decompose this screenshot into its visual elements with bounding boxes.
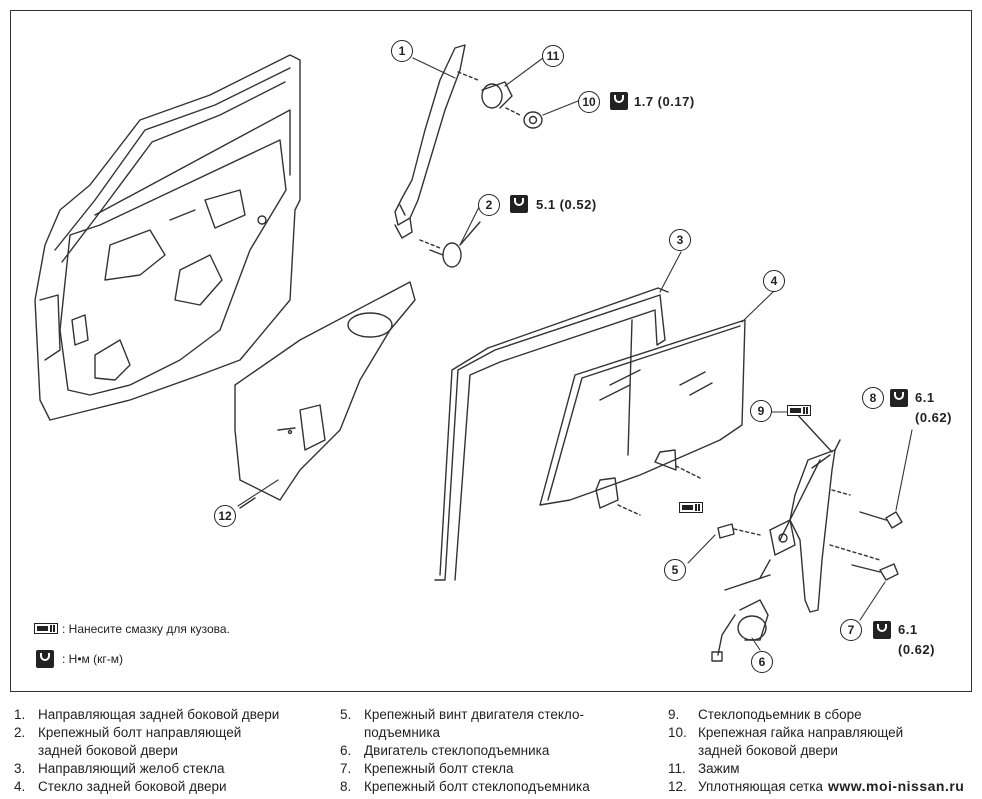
torque-spec-10: 1.7 (0.17) [634, 94, 695, 109]
torque-wrench-icon [610, 92, 628, 110]
callout-9: 9 [750, 400, 772, 422]
torque-wrench-icon [510, 195, 528, 213]
parts-list-item: задней боковой двери [698, 743, 838, 758]
callout-3: 3 [669, 229, 691, 251]
torque-wrench-icon [890, 389, 908, 407]
legend-grease-text: : Нанесите смазку для кузова. [62, 622, 230, 636]
torque-spec-7-kgm: (0.62) [898, 642, 935, 657]
door-shell-drawing [34, 54, 301, 421]
parts-list-item: 4.Стекло задней боковой двери [14, 779, 227, 794]
parts-list-item: задней боковой двери [38, 743, 178, 758]
torque-spec-2: 5.1 (0.52) [536, 197, 597, 212]
legend-torque-text: : Н•м (кг-м) [62, 652, 123, 666]
bolt-2-drawing [429, 221, 481, 268]
grease-symbol-icon [787, 405, 811, 416]
parts-list-item: 8.Крепежный болт стеклоподъемника [340, 779, 590, 794]
diagram-frame [10, 10, 972, 692]
clip-and-nut-drawing [481, 81, 543, 129]
callout-1: 1 [391, 40, 413, 62]
parts-list-column-3: 9.Стеклоподьемник в сборе 10.Крепежная г… [668, 706, 903, 796]
watermark-url: www.moi-nissan.ru [826, 778, 967, 794]
bolts-drawing [717, 511, 903, 581]
torque-spec-7-value: 6.1 [898, 622, 918, 637]
glass-run-drawing [434, 287, 669, 581]
callout-11: 11 [542, 45, 564, 67]
parts-list-item: подъемника [364, 725, 441, 740]
door-guide-drawing [394, 44, 479, 249]
callout-5: 5 [664, 559, 686, 581]
callout-10: 10 [578, 91, 600, 113]
regulator-drawing [769, 411, 881, 613]
callout-2: 2 [478, 194, 500, 216]
legend-grease-icon [34, 623, 58, 634]
parts-list-item: 3.Направляющий желоб стекла [14, 761, 225, 776]
callout-6: 6 [751, 651, 773, 673]
parts-list-item: 5.Крепежный винт двигателя стекло- [340, 707, 584, 722]
leader-lines [237, 57, 913, 651]
parts-list-item: 9.Стеклоподьемник в сборе [668, 707, 862, 722]
parts-list-item: 1.Направляющая задней боковой двери [14, 707, 280, 722]
parts-list-item: 11.Зажим [668, 761, 740, 776]
torque-spec-8-kgm: (0.62) [915, 410, 952, 425]
sealing-screen-drawing [234, 281, 416, 509]
callout-4: 4 [763, 270, 785, 292]
callout-12: 12 [214, 505, 236, 527]
torque-spec-8-value: 6.1 [915, 390, 935, 405]
parts-list-column-2: 5.Крепежный винт двигателя стекло- подъе… [340, 706, 590, 796]
parts-list-item: 12.Уплотняющая сетка [668, 779, 823, 794]
parts-list-item: 10.Крепежная гайка направляющей [668, 725, 904, 740]
callout-8: 8 [862, 387, 884, 409]
parts-list-item: 7.Крепежный болт стекла [340, 761, 514, 776]
callout-7: 7 [840, 619, 862, 641]
parts-list-column-1: 1.Направляющая задней боковой двери 2.Кр… [14, 706, 279, 796]
glass-drawing [539, 319, 746, 516]
parts-list-item: 2.Крепежный болт направляющей [14, 725, 242, 740]
torque-wrench-icon [873, 621, 891, 639]
legend-torque-icon [36, 650, 54, 668]
grease-symbol-icon [679, 502, 703, 513]
motor-drawing [711, 559, 771, 662]
parts-list-item: 6.Двигатель стеклоподъемника [340, 743, 550, 758]
